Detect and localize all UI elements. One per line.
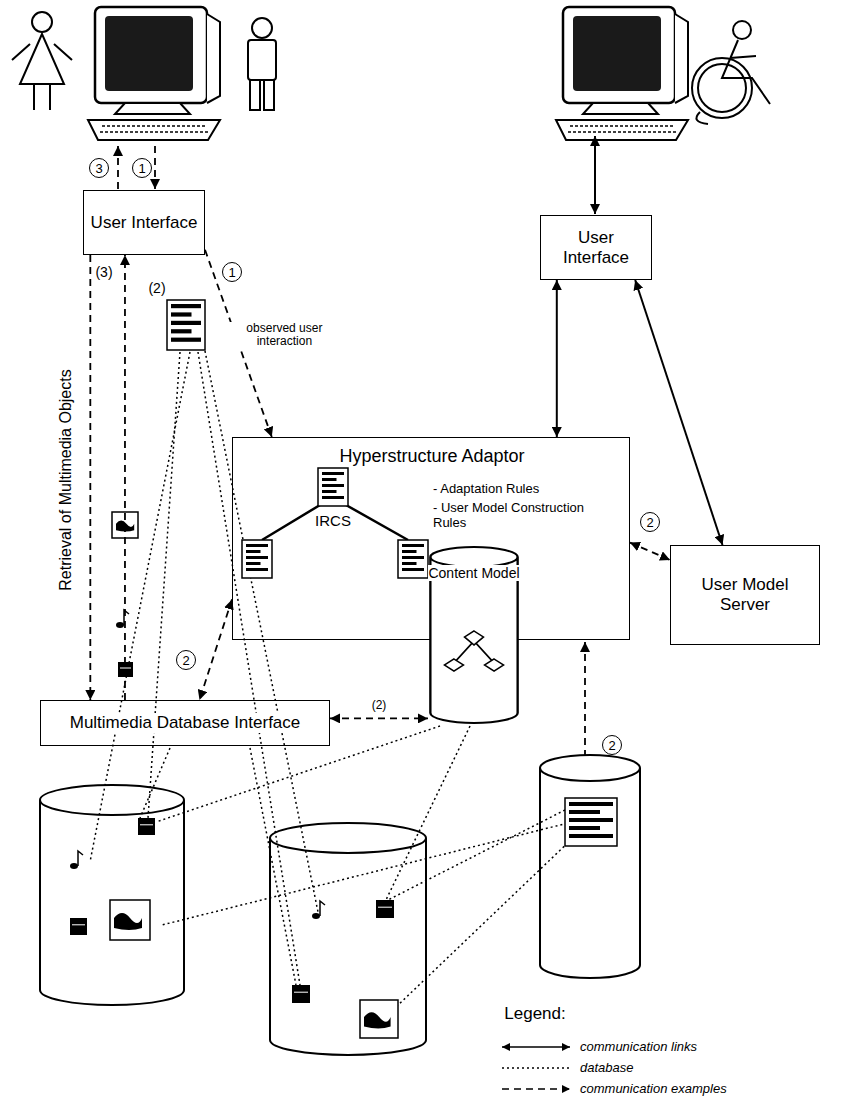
communication-example — [124, 255, 126, 700]
flow-label: Retrieval of Multimedia Objects — [57, 369, 75, 590]
callout-number: 1 — [132, 158, 152, 178]
callout-number: 1 — [222, 262, 242, 282]
node-title: Content Model — [428, 565, 519, 581]
node-title: User Interface — [91, 213, 198, 233]
legend-sample — [500, 1083, 572, 1095]
document-icon — [398, 540, 428, 578]
edge-label: observed user interaction — [228, 322, 340, 350]
communication-example — [584, 642, 586, 766]
node-text: - User Model Construction Rules — [433, 501, 618, 531]
document-icon — [565, 798, 617, 846]
database-link — [90, 346, 575, 1008]
video-icon — [292, 985, 310, 1003]
legend-text: database — [580, 1060, 634, 1075]
map-icon — [110, 900, 150, 940]
text-label: (3) — [95, 264, 112, 280]
process-box: User Interface — [83, 190, 205, 255]
edge-label: (2) — [364, 699, 394, 713]
communication-example — [89, 255, 91, 700]
computer-icon — [88, 7, 220, 140]
audio-icon — [70, 851, 83, 869]
text-label: (2) — [148, 280, 165, 296]
communication-example — [154, 146, 156, 189]
man-icon — [248, 18, 276, 110]
node-title: User Interface — [547, 228, 645, 267]
ircs-link — [262, 505, 408, 540]
interface-box: Multimedia Database Interface — [40, 700, 330, 746]
document-icon — [318, 468, 348, 506]
node-title: User Model Server — [677, 575, 813, 614]
communication-link — [594, 136, 596, 214]
node-title: Multimedia Database Interface — [70, 713, 301, 733]
communication-example — [200, 599, 233, 700]
communication-link — [635, 280, 722, 545]
communication-example — [630, 543, 670, 560]
callout-number: 2 — [176, 650, 196, 670]
node-title: Hyperstructure Adaptor — [233, 446, 631, 467]
node-text: - Adaptation Rules — [433, 482, 618, 497]
video-icon — [70, 918, 87, 935]
woman-icon — [12, 12, 72, 110]
legend-entry: communication examples — [500, 1078, 727, 1099]
callout-number: 2 — [640, 512, 660, 532]
legend-sample — [500, 1062, 572, 1074]
communication-example — [117, 146, 119, 189]
wheelchair-user-icon — [692, 21, 770, 124]
database-cylinder — [40, 755, 640, 1055]
video-icon — [138, 818, 155, 835]
callout-number: 3 — [89, 158, 109, 178]
document-icon — [242, 540, 272, 578]
legend-text: communication examples — [580, 1081, 727, 1096]
content-model-tree — [445, 631, 504, 671]
legend-text: communication links — [580, 1039, 697, 1054]
video-icon — [376, 900, 394, 918]
document-icon — [167, 300, 205, 350]
audio-icon — [116, 610, 129, 628]
legend-sample — [500, 1041, 572, 1053]
text-label: IRCS — [315, 512, 351, 529]
communication-link — [556, 280, 558, 437]
legend-entry: communication links — [500, 1036, 727, 1057]
legend-entry: database — [500, 1057, 727, 1078]
audio-icon — [312, 901, 325, 919]
communication-example — [330, 718, 428, 720]
map-icon — [360, 1000, 398, 1038]
text-label: Legend: — [504, 1004, 565, 1024]
callout-number: 2 — [602, 735, 622, 755]
legend: communication links database communication… — [500, 1036, 727, 1099]
computer-icon — [556, 7, 688, 140]
server-box: User Model Server — [670, 545, 820, 645]
process-box: User Interface — [540, 215, 652, 280]
database-cylinder: Content Model — [428, 545, 520, 725]
